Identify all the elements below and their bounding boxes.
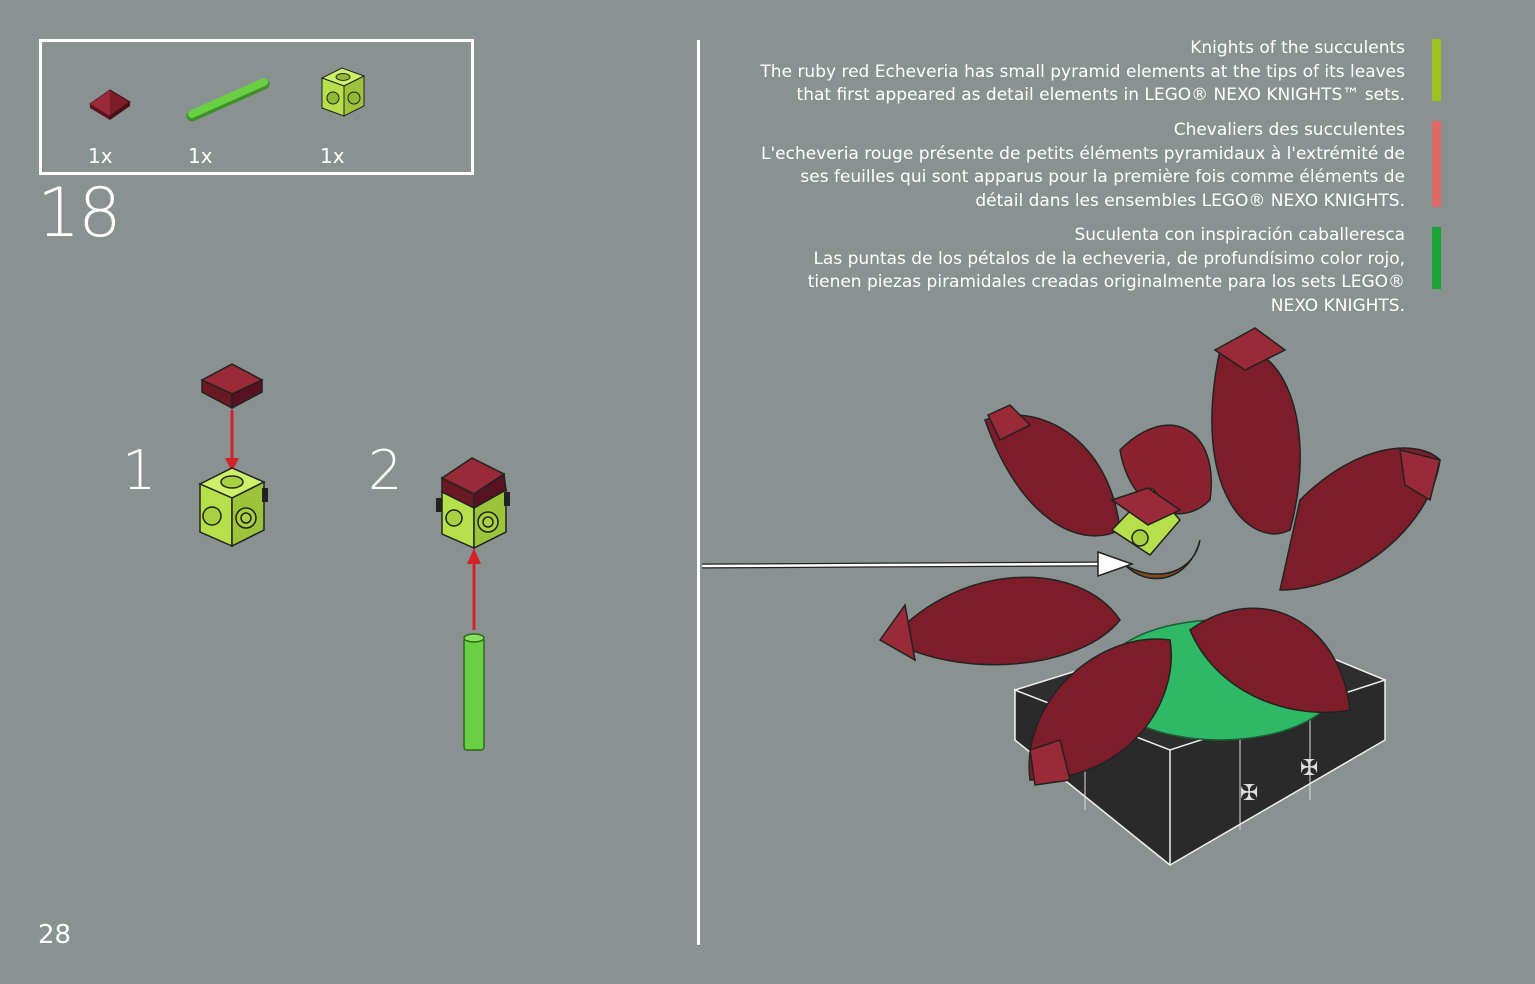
svg-text:✠: ✠ <box>1240 781 1258 806</box>
green-bar-icon <box>186 78 270 122</box>
info-title: Suculenta con inspiración caballeresca <box>1074 225 1405 245</box>
parts-item-qty: 1x <box>188 144 213 168</box>
page-divider <box>697 40 700 945</box>
info-title: Knights of the succulents <box>1190 38 1405 58</box>
language-bar-spanish <box>1432 227 1441 289</box>
svg-text:✠: ✠ <box>1300 756 1318 781</box>
lime-stud-brick-icon <box>320 67 366 117</box>
parts-item-qty: 1x <box>320 144 345 168</box>
info-block-english: Knights of the succulents The ruby red E… <box>755 37 1405 108</box>
language-bar-english <box>1432 39 1441 101</box>
substep-2-number: 2 <box>368 439 403 502</box>
substep-1-number: 1 <box>122 439 157 502</box>
step-number: 18 <box>37 174 122 253</box>
info-body: Las puntas de los pétalos de la echeveri… <box>807 248 1405 316</box>
language-bar-french <box>1432 121 1441 207</box>
substep-1-illustration <box>198 363 268 548</box>
echeveria-model-illustration: ✠ ✠ <box>701 327 1441 867</box>
parts-list-box: 1x 1x 1x <box>39 39 474 175</box>
substep-2-illustration <box>436 457 510 751</box>
info-block-spanish: Suculenta con inspiración caballeresca L… <box>755 224 1405 318</box>
info-block-french: Chevaliers des succulentes L'echeveria r… <box>755 119 1405 213</box>
red-pyramid-tile-icon <box>89 89 131 120</box>
parts-item-qty: 1x <box>88 144 113 168</box>
info-body: The ruby red Echeveria has small pyramid… <box>760 61 1405 106</box>
page-number: 28 <box>38 920 72 950</box>
info-body: L'echeveria rouge présente de petits élé… <box>761 143 1405 211</box>
info-title: Chevaliers des succulentes <box>1173 120 1405 140</box>
